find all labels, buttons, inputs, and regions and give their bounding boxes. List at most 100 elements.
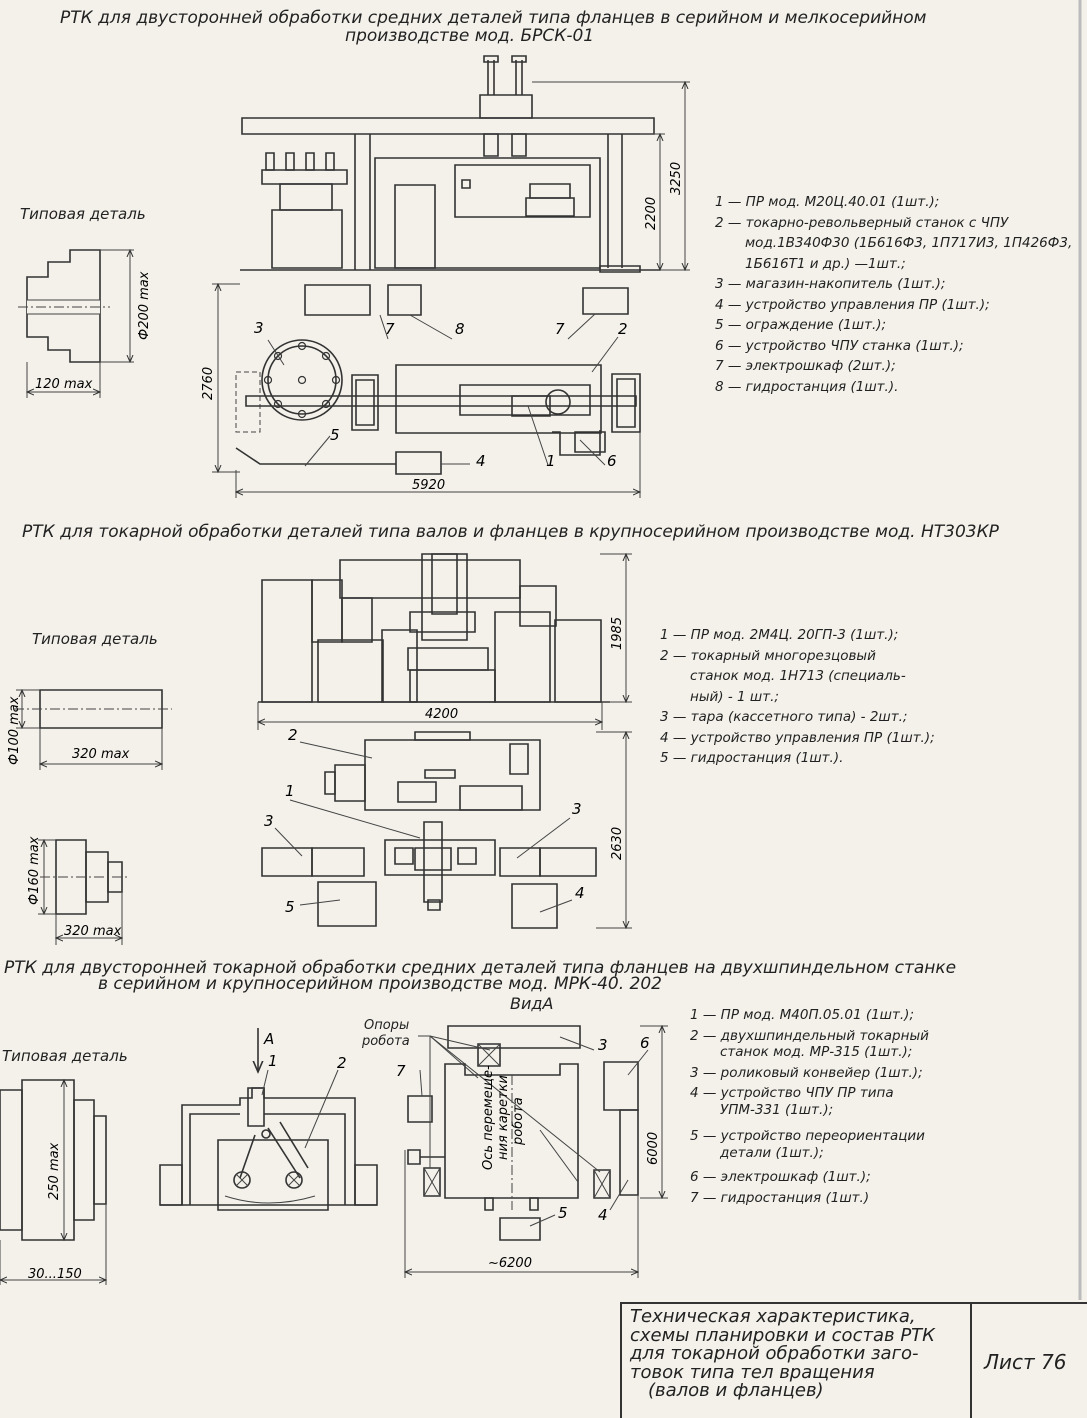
s1-dim-width: 5920	[412, 478, 445, 493]
s2-callout-1: 1	[285, 782, 295, 800]
legend-item: 6 — устройство ЧПУ станка (1шт.);	[715, 337, 964, 354]
s2-dim-l2: 320 max	[64, 924, 122, 939]
legend-item: 1 — ПР мод. М20Ц.40.01 (1шт.);	[715, 194, 940, 210]
title-block: Техническая характеристика, схемы планир…	[620, 1302, 1087, 1418]
s3-dim-length: 30...150	[28, 1267, 82, 1282]
s1-dim-diameter: Ф200 max	[137, 271, 152, 340]
s3-callout-4: 4	[598, 1206, 608, 1224]
legend-item: 2 — двухшпиндельный токарный	[690, 1027, 929, 1044]
s3-callout-6: 6	[640, 1034, 650, 1052]
legend-item: 3 — роликовый конвейер (1шт.);	[690, 1064, 923, 1081]
s2-callout-2: 2	[288, 726, 298, 744]
section3-title-line1: РТК для двусторонней токарной обработки …	[4, 958, 957, 978]
legend-item: 4 — устройство управления ПР (1шт.);	[715, 296, 990, 313]
legend-item: 3 — магазин-накопитель (1шт.);	[715, 276, 946, 292]
title-block-line: товок типа тел вращения	[630, 1361, 875, 1383]
s3-dim-depth: 6000	[646, 1132, 661, 1165]
section1-legend: 1 — ПР мод. М20Ц.40.01 (1шт.); 2 — токар…	[715, 192, 1072, 397]
s2-plan	[262, 732, 632, 928]
section1-title-line1: РТК для двусторонней обработки средних д…	[60, 8, 927, 28]
sheet-number: Лист 76	[984, 1350, 1067, 1374]
legend-item: 5 — устройство переориентации	[690, 1128, 925, 1144]
view-label: ВидА	[510, 994, 554, 1013]
title-block-line: схемы планировки и состав РТК	[630, 1324, 935, 1346]
s3-callout-1: 1	[268, 1052, 278, 1070]
supports-label-1: Опоры	[364, 1018, 410, 1033]
s1-dim-height-frame: 2200	[644, 197, 659, 230]
legend-item: 1Б616Т1 и др.) —1шт.;	[745, 255, 906, 272]
s2-dim-width: 4200	[425, 707, 458, 722]
s1-callout-8: 8	[455, 320, 465, 338]
legend-item: 6 — электрошкаф (1шт.);	[690, 1169, 871, 1185]
legend-item: 2 — токарно-револьверный станок с ЧПУ	[715, 214, 1009, 231]
s1-callout-6: 6	[607, 452, 617, 470]
s2-callout-5: 5	[285, 898, 295, 916]
section2-part-label: Типовая деталь	[32, 630, 158, 648]
s3-view-a	[405, 1026, 668, 1278]
s1-dim-length: 120 max	[35, 377, 93, 392]
section3-part-label: Типовая деталь	[2, 1047, 128, 1065]
axis-label-2: ния каретки	[496, 1075, 511, 1160]
s2-dim-height: 1985	[610, 617, 625, 650]
s1-dim-height-total: 3250	[669, 162, 684, 195]
s3-dim-diameter: 250 max	[47, 1142, 62, 1200]
s2-dim-d2: Ф160 max	[27, 836, 42, 905]
legend-item: 1 — ПР мод. М40П.05.01 (1шт.);	[690, 1007, 915, 1023]
section3-title-line2: в серийном и крупносерийном производстве…	[98, 974, 662, 994]
title-block-line: для токарной обработки заго-	[630, 1343, 919, 1364]
axis-label-1: Ось перемеще-	[481, 1065, 496, 1170]
s1-callout-5: 5	[330, 426, 340, 444]
s3-callout-5: 5	[558, 1204, 568, 1222]
legend-item: 7 — электрошкаф (2шт.);	[715, 358, 896, 374]
legend-item: 7 — гидростанция (1шт.)	[690, 1189, 870, 1206]
s3-callout-7: 7	[396, 1062, 406, 1080]
axis-label-3: робота	[511, 1097, 526, 1146]
s2-callout-3b: 3	[572, 800, 582, 818]
s2-typical-part-shaft	[14, 690, 172, 770]
legend-item: 2 — токарный многорезцовый	[660, 647, 876, 664]
legend-item: станок мод. МР-315 (1шт.);	[720, 1044, 913, 1060]
legend-item: 3 — тара (кассетного типа) - 2шт.;	[660, 709, 908, 725]
section2-title: РТК для токарной обработки деталей типа …	[22, 522, 999, 542]
s1-callout-2: 2	[618, 320, 628, 338]
legend-item: 4 — устройство управления ПР (1шт.);	[660, 729, 935, 746]
legend-item: мод.1В340Ф30 (1Б616Ф3, 1П717И3, 1П426Ф3,	[745, 235, 1073, 251]
s1-callout-1: 1	[546, 452, 556, 470]
legend-item: станок мод. 1Н713 (специаль-	[690, 668, 906, 684]
title-block-line: Техническая характеристика,	[630, 1306, 916, 1327]
s2-typical-part-flange	[38, 840, 130, 945]
s2-callout-4: 4	[575, 884, 585, 902]
s3-callout-3: 3	[598, 1036, 608, 1054]
view-arrow-label: А	[263, 1030, 274, 1048]
section1-title-line2: производстве мод. БРСК-01	[345, 26, 595, 46]
s2-dim-depth: 2630	[610, 827, 625, 860]
s1-dim-depth: 2760	[201, 367, 216, 400]
s1-callout-7a: 7	[385, 320, 395, 338]
legend-item: 4 — устройство ЧПУ ПР типа	[690, 1085, 894, 1101]
legend-item: УПМ-331 (1шт.);	[720, 1101, 834, 1118]
s1-plan	[212, 284, 640, 498]
s1-elevation	[240, 56, 690, 272]
s2-callout-3a: 3	[264, 812, 274, 830]
title-block-line: (валов и фланцев)	[648, 1380, 824, 1401]
section3-legend: 1 — ПР мод. М40П.05.01 (1шт.); 2 — двухш…	[690, 1005, 929, 1208]
s3-callout-2: 2	[337, 1054, 347, 1072]
legend-item: 8 — гидростанция (1шт.).	[715, 378, 899, 395]
s2-dim-d1: Ф100 max	[7, 696, 22, 765]
legend-item: 5 — гидростанция (1шт.).	[660, 750, 844, 766]
legend-item: ный) - 1 шт.;	[690, 688, 779, 705]
section1-part-label: Типовая деталь	[20, 205, 146, 223]
title-block-text: Техническая характеристика, схемы планир…	[630, 1306, 960, 1401]
s3-typical-part	[0, 1080, 106, 1285]
s2-elevation	[258, 554, 632, 730]
s2-dim-l1: 320 max	[72, 747, 130, 762]
legend-item: 1 — ПР мод. 2М4Ц. 20ГП-3 (1шт.);	[660, 627, 899, 643]
legend-item: детали (1шт.);	[720, 1144, 824, 1161]
supports-label-2: робота	[362, 1034, 410, 1049]
s1-typical-part	[18, 250, 134, 398]
s1-callout-4: 4	[476, 452, 486, 470]
title-block-divider	[970, 1304, 972, 1418]
legend-item: 5 — ограждение (1шт.);	[715, 317, 887, 333]
s1-callout-3: 3	[254, 319, 264, 337]
